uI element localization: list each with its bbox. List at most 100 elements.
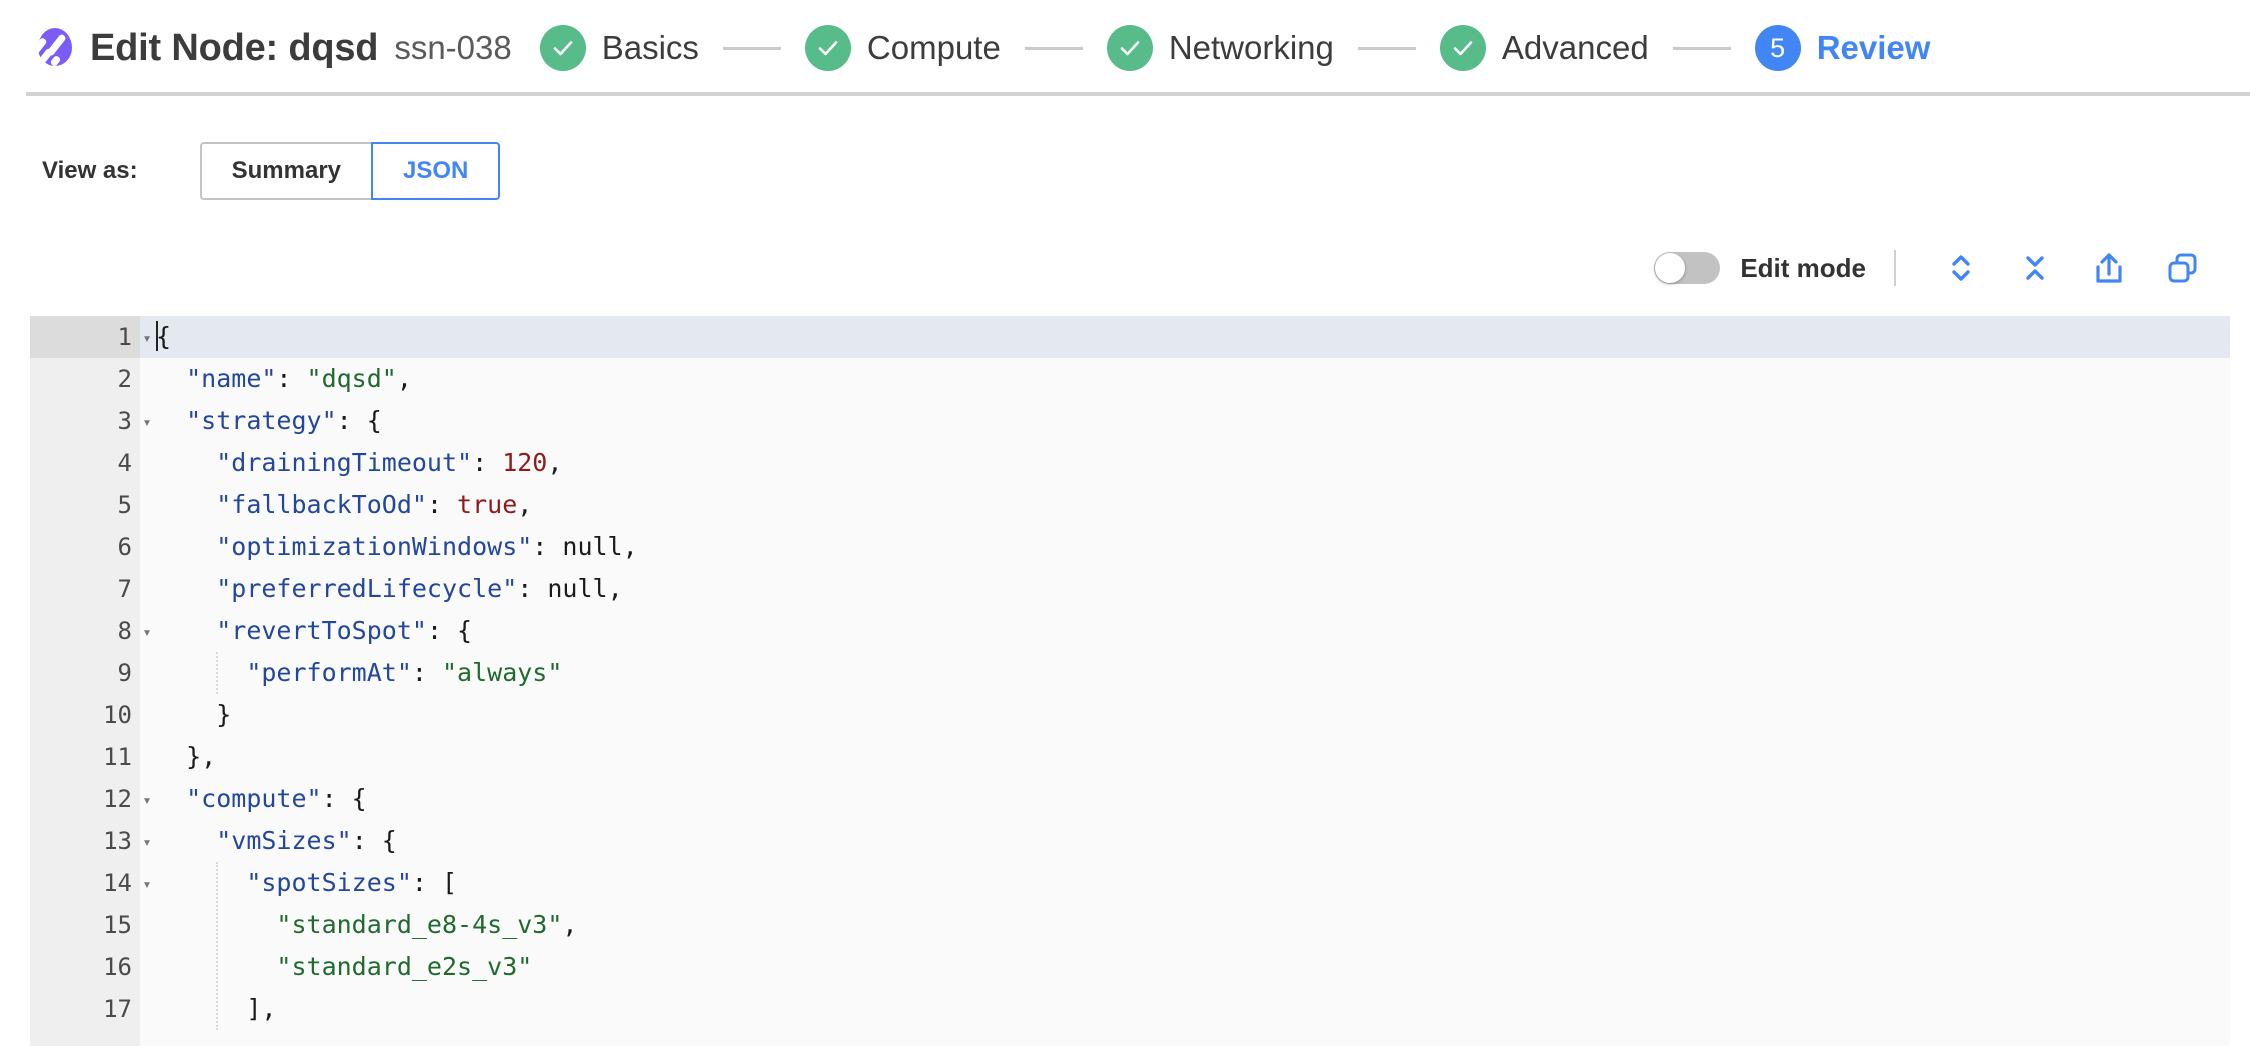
code-line[interactable]: ], xyxy=(156,988,2230,1030)
code-line[interactable]: "revertToSpot": { xyxy=(156,610,2230,652)
copy-icon[interactable] xyxy=(2160,246,2206,290)
code-line[interactable]: "spotSizes": [ xyxy=(156,862,2230,904)
code-indent xyxy=(156,784,186,813)
code-indent xyxy=(156,574,216,603)
step-networking[interactable]: Networking xyxy=(1106,25,1334,71)
code-line[interactable]: "performAt": "always" xyxy=(156,652,2230,694)
fold-arrow-icon[interactable]: ▾ xyxy=(142,623,152,641)
text-cursor xyxy=(156,321,158,351)
step-review[interactable]: 5 Review xyxy=(1754,25,1930,71)
code-line[interactable]: "drainingTimeout": 120, xyxy=(156,442,2230,484)
line-number: 7 xyxy=(117,575,132,603)
step-basics[interactable]: Basics xyxy=(539,25,699,71)
code-line[interactable]: "vmSizes": { xyxy=(156,820,2230,862)
view-as-summary-button[interactable]: Summary xyxy=(199,142,372,200)
line-number: 13▾ xyxy=(30,820,151,862)
editor-code-area[interactable]: { "name": "dqsd", "strategy": { "drainin… xyxy=(140,316,2230,1046)
code-token: , xyxy=(396,364,412,393)
step-basics-check-icon xyxy=(539,25,586,71)
code-token: "always" xyxy=(442,658,563,687)
code-line[interactable]: "optimizationWindows": null, xyxy=(156,526,2230,568)
code-line[interactable]: "fallbackToOd": true, xyxy=(156,484,2230,526)
line-number: 9 xyxy=(117,659,132,687)
code-indent xyxy=(156,490,216,519)
wizard-stepper: Basics Compute Networking Advanced xyxy=(539,25,1930,71)
view-as-json-button[interactable]: JSON xyxy=(371,142,501,200)
code-line[interactable]: "strategy": { xyxy=(156,400,2230,442)
code-token: { xyxy=(156,322,172,351)
line-number: 3▾ xyxy=(30,400,152,442)
code-token: , xyxy=(547,448,563,477)
code-line[interactable]: "standard_e8-4s_v3", xyxy=(156,904,2230,946)
code-token: true xyxy=(457,490,518,519)
page-header: Edit Node: dqsd ssn-038 Basics Compute N… xyxy=(0,0,2250,96)
node-id-label: ssn-038 xyxy=(394,29,512,66)
code-line[interactable]: "preferredLifecycle": null, xyxy=(156,568,2230,610)
code-line[interactable]: "compute": { xyxy=(156,778,2230,820)
code-token: : xyxy=(276,364,307,393)
code-token: "drainingTimeout" xyxy=(216,448,473,477)
code-token: "fallbackToOd" xyxy=(216,490,427,519)
step-connector xyxy=(1357,46,1416,50)
code-token: "dqsd" xyxy=(306,364,397,393)
line-number: 16 xyxy=(103,953,132,981)
fold-arrow-icon[interactable]: ▾ xyxy=(142,329,152,347)
code-token: : xyxy=(411,658,442,687)
code-line[interactable]: "name": "dqsd", xyxy=(156,358,2230,400)
code-indent xyxy=(156,868,246,897)
code-line[interactable]: } xyxy=(156,694,2230,736)
code-indent xyxy=(156,826,216,855)
code-indent xyxy=(156,406,186,435)
code-token: "spotSizes" xyxy=(246,868,412,897)
code-line[interactable]: }, xyxy=(156,736,2230,778)
line-number: 8▾ xyxy=(30,610,152,652)
fold-arrow-icon[interactable]: ▾ xyxy=(142,791,152,809)
code-indent xyxy=(156,364,186,393)
share-icon[interactable] xyxy=(2086,246,2132,290)
header-divider xyxy=(26,92,2250,96)
line-number: 2 xyxy=(117,365,132,393)
line-number: 17 xyxy=(103,995,132,1023)
code-token: 120 xyxy=(502,448,548,477)
step-connector xyxy=(1672,46,1731,50)
line-number: 15 xyxy=(103,911,132,939)
fold-arrow-icon[interactable]: ▾ xyxy=(142,413,152,431)
code-token: , xyxy=(622,532,638,561)
code-token: : xyxy=(426,490,458,519)
step-advanced[interactable]: Advanced xyxy=(1439,25,1649,71)
editor-toolbar: Edit mode xyxy=(0,200,2250,290)
code-token: ], xyxy=(246,994,277,1023)
fold-arrow-icon[interactable]: ▾ xyxy=(142,875,152,893)
edit-mode-toggle[interactable] xyxy=(1654,252,1721,284)
code-token: : xyxy=(517,574,548,603)
collapse-all-icon[interactable] xyxy=(2012,246,2058,290)
edit-mode-label: Edit mode xyxy=(1740,252,1866,283)
step-review-number: 5 xyxy=(1754,25,1801,71)
code-token: "strategy" xyxy=(186,406,337,435)
code-token: : { xyxy=(336,406,382,435)
code-token: : xyxy=(532,532,563,561)
step-networking-check-icon xyxy=(1106,25,1153,71)
code-indent xyxy=(156,700,216,729)
code-token: "compute" xyxy=(186,784,322,813)
line-number: 10 xyxy=(103,701,132,729)
code-token: , xyxy=(607,574,623,603)
code-token: : { xyxy=(321,784,367,813)
fold-arrow-icon[interactable]: ▾ xyxy=(142,833,152,851)
code-token: "vmSizes" xyxy=(216,826,352,855)
code-line[interactable]: "standard_e2s_v3" xyxy=(156,946,2230,988)
expand-all-icon[interactable] xyxy=(1938,246,1984,290)
code-token: : { xyxy=(426,616,473,645)
code-token: "preferredLifecycle" xyxy=(216,574,518,603)
code-indent xyxy=(156,658,246,687)
code-indent xyxy=(156,448,216,477)
view-as-segmented-control[interactable]: Summary JSON xyxy=(199,142,501,200)
code-token: : xyxy=(472,448,503,477)
code-line[interactable]: { xyxy=(140,316,2230,358)
code-token: }, xyxy=(186,742,217,771)
indent-guide xyxy=(216,862,219,1030)
toolbar-divider xyxy=(1894,250,1896,286)
step-compute[interactable]: Compute xyxy=(804,25,1001,71)
code-token: "name" xyxy=(186,364,277,393)
